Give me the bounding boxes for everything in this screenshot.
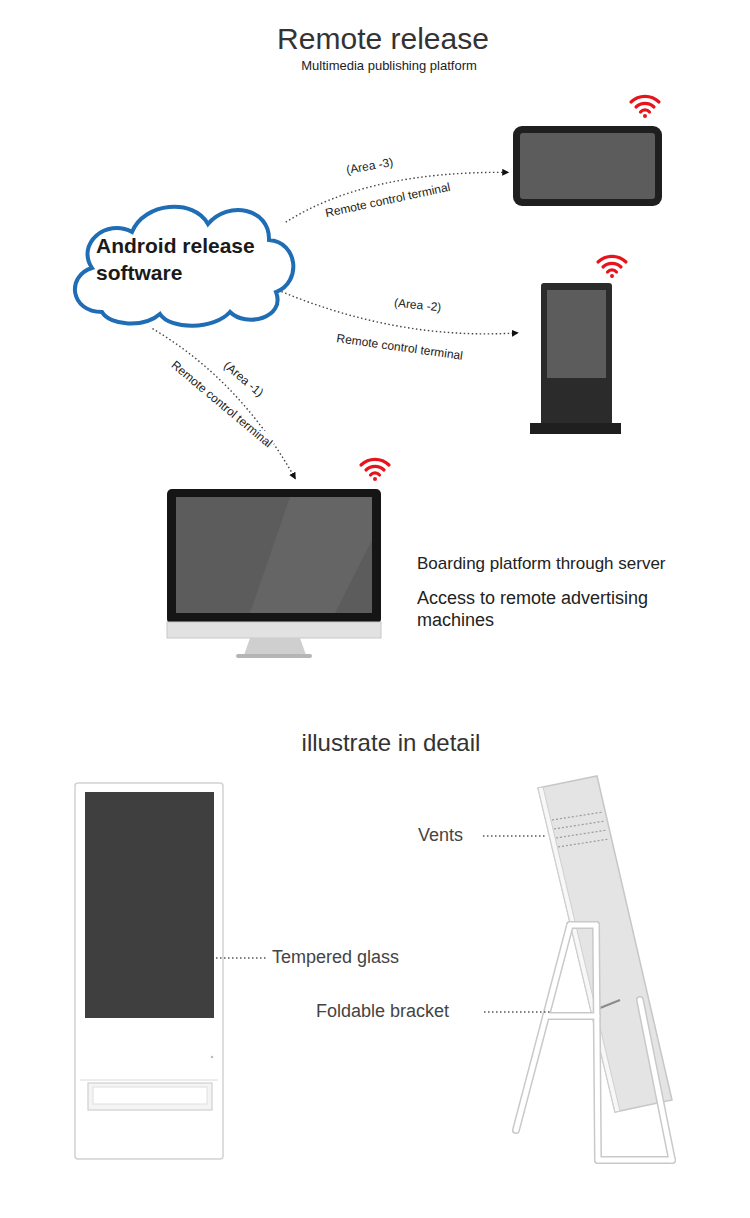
device-node <box>530 283 621 434</box>
stand-front-view <box>75 783 223 1159</box>
edge-label: (Area -2) <box>392 295 445 314</box>
landscape-screen <box>513 126 662 206</box>
leader-line <box>484 1011 550 1012</box>
text-label: Vents <box>418 825 463 847</box>
text-label: Foldable bracket <box>316 1001 449 1023</box>
dotted-connector <box>267 285 518 334</box>
device-node <box>513 126 662 206</box>
leader-line <box>483 835 546 836</box>
text-label: Tempered glass <box>272 947 399 969</box>
edge-label: (Area -1) <box>220 357 268 401</box>
text-label: illustrate in detail <box>302 729 481 758</box>
edge-note: Remote control terminal <box>334 331 466 364</box>
node-text: Android release software <box>96 232 286 286</box>
text-label: Boarding platform through server <box>417 554 666 574</box>
desktop-monitor <box>167 489 381 658</box>
diagram-title: Remote release <box>277 22 489 56</box>
dotted-connector <box>152 329 295 479</box>
edge-note: Remote control terminal <box>322 179 454 220</box>
device-node <box>167 489 381 658</box>
dotted-connector <box>286 172 509 222</box>
edge-label: (Area -3) <box>344 155 397 178</box>
stand-side-view <box>516 776 672 1160</box>
cloud-node: Android release software <box>62 190 300 330</box>
leader-line <box>216 957 267 958</box>
text-label: Multimedia publishing platform <box>301 58 477 74</box>
text-label: Access to remote advertising machines <box>417 588 667 631</box>
cloud-outline <box>62 190 300 330</box>
kiosk-screen <box>530 283 621 434</box>
